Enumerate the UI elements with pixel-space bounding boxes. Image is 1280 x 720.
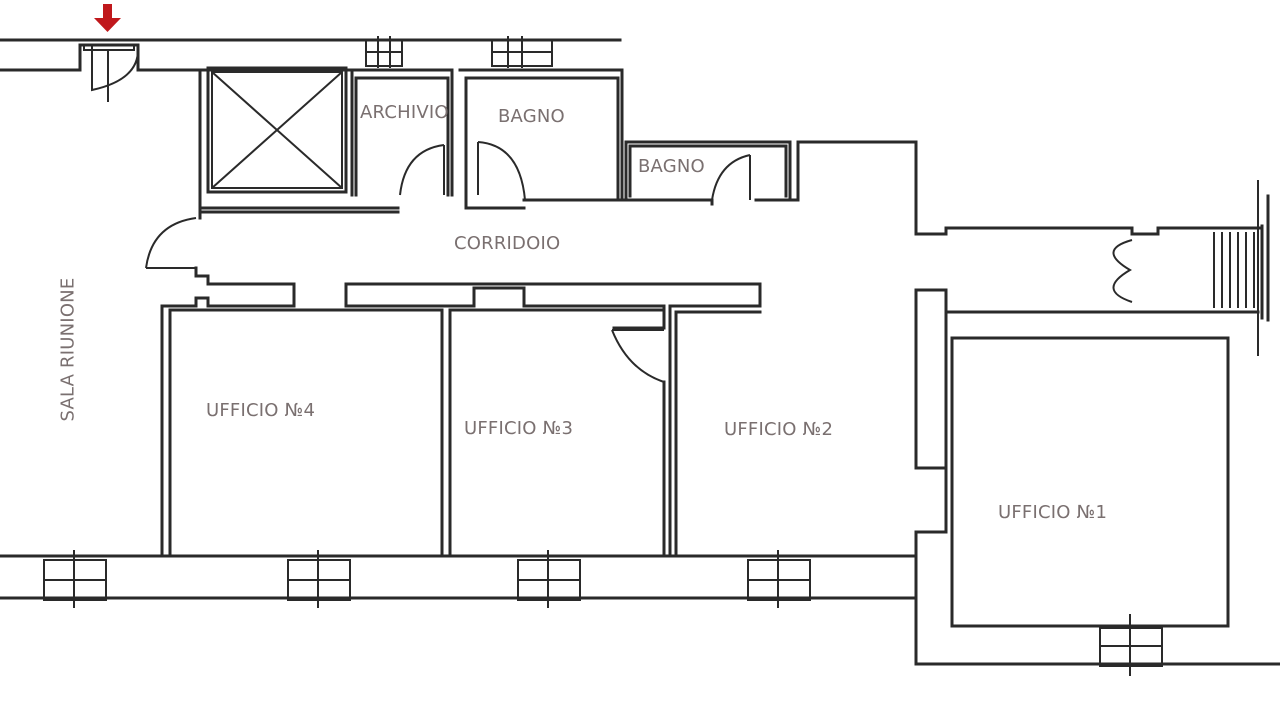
room-label-ufficio-2: UFFICIO №2 [724,419,834,440]
ufficio-4-walls [168,308,444,558]
archivio-walls [354,76,450,197]
bagno-2-walls [624,140,792,202]
room-label-corridoio: CORRIDOIO [454,233,561,254]
sala-riunione-door [145,217,296,558]
room-label-bagno-2: BAGNO [638,156,705,177]
window-icon [287,550,351,608]
room-label-ufficio-4: UFFICIO №4 [206,400,316,421]
room-label-sala-riunione: SALA RIUNIONE [57,277,79,422]
window-icon [747,550,811,608]
window-icon [1099,614,1163,676]
room-label-archivio: ARCHIVIO [360,102,449,123]
window-icon [365,36,403,68]
window-icon [491,36,553,68]
corridor-top-wall [198,140,1264,236]
ufficio-1-walls [914,336,1280,666]
bottom-exterior-wall [0,554,918,666]
corridor-bottom-wall [344,282,762,558]
room-label-bagno-1: BAGNO [498,106,565,127]
room-label-ufficio-3: UFFICIO №3 [464,418,574,439]
ufficio-3-walls [448,308,666,558]
arrow-down-icon [94,4,121,32]
room-label-ufficio-1: UFFICIO №1 [998,502,1108,523]
bagno-1-walls [464,76,620,201]
entrance-door [83,44,139,102]
stairs-icon [1112,180,1270,356]
elevator-shaft-icon [206,66,348,194]
window-icon [517,550,581,608]
window-icon [43,550,107,608]
